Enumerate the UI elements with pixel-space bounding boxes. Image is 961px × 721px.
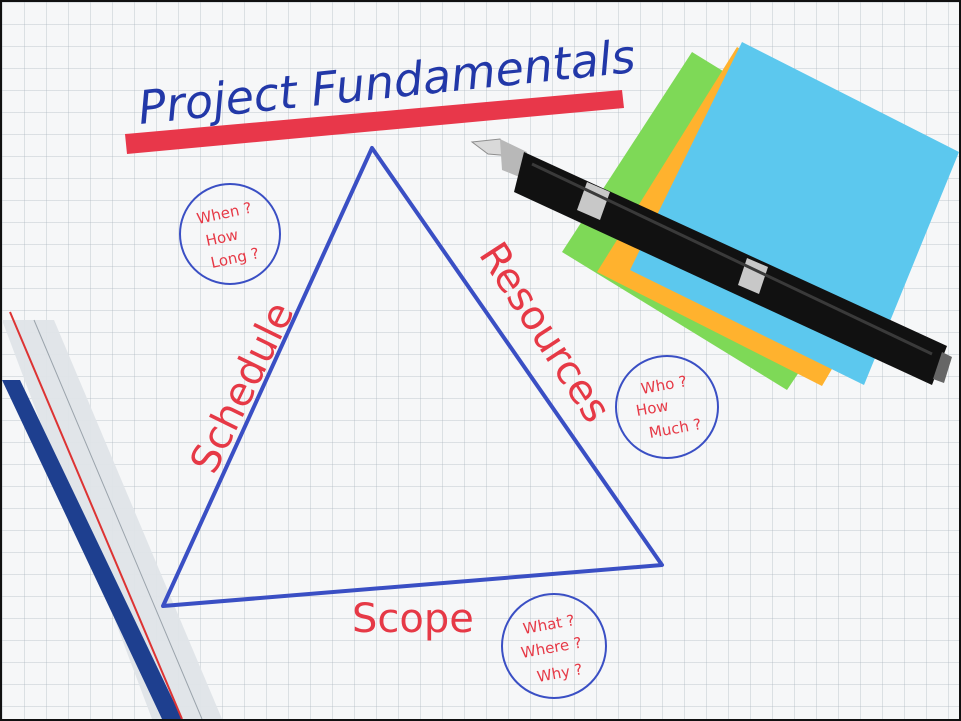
- question-circle-scope: What ? Where ? Why ?: [501, 593, 607, 699]
- question-when: When ?: [195, 199, 253, 228]
- pen: [470, 138, 952, 385]
- question-why: Why ?: [536, 660, 584, 686]
- question-long: Long ?: [209, 244, 261, 272]
- title-underline: [125, 90, 624, 154]
- side-label-schedule: Schedule: [182, 295, 304, 480]
- question-what: What ?: [522, 611, 576, 638]
- question-circle-schedule: When ? How Long ?: [179, 183, 281, 285]
- sticky-note-blue: [630, 42, 959, 385]
- question-how: How: [204, 226, 240, 250]
- ruler: [2, 311, 222, 719]
- question-how-much-1: How: [635, 397, 670, 420]
- question-circle-resources: Who ? How Much ?: [615, 355, 719, 459]
- question-where: Where ?: [520, 634, 584, 662]
- side-label-scope: Scope: [352, 596, 474, 642]
- question-who: Who ?: [640, 372, 689, 398]
- triangle: [161, 146, 664, 608]
- question-how-much-2: Much ?: [648, 415, 703, 442]
